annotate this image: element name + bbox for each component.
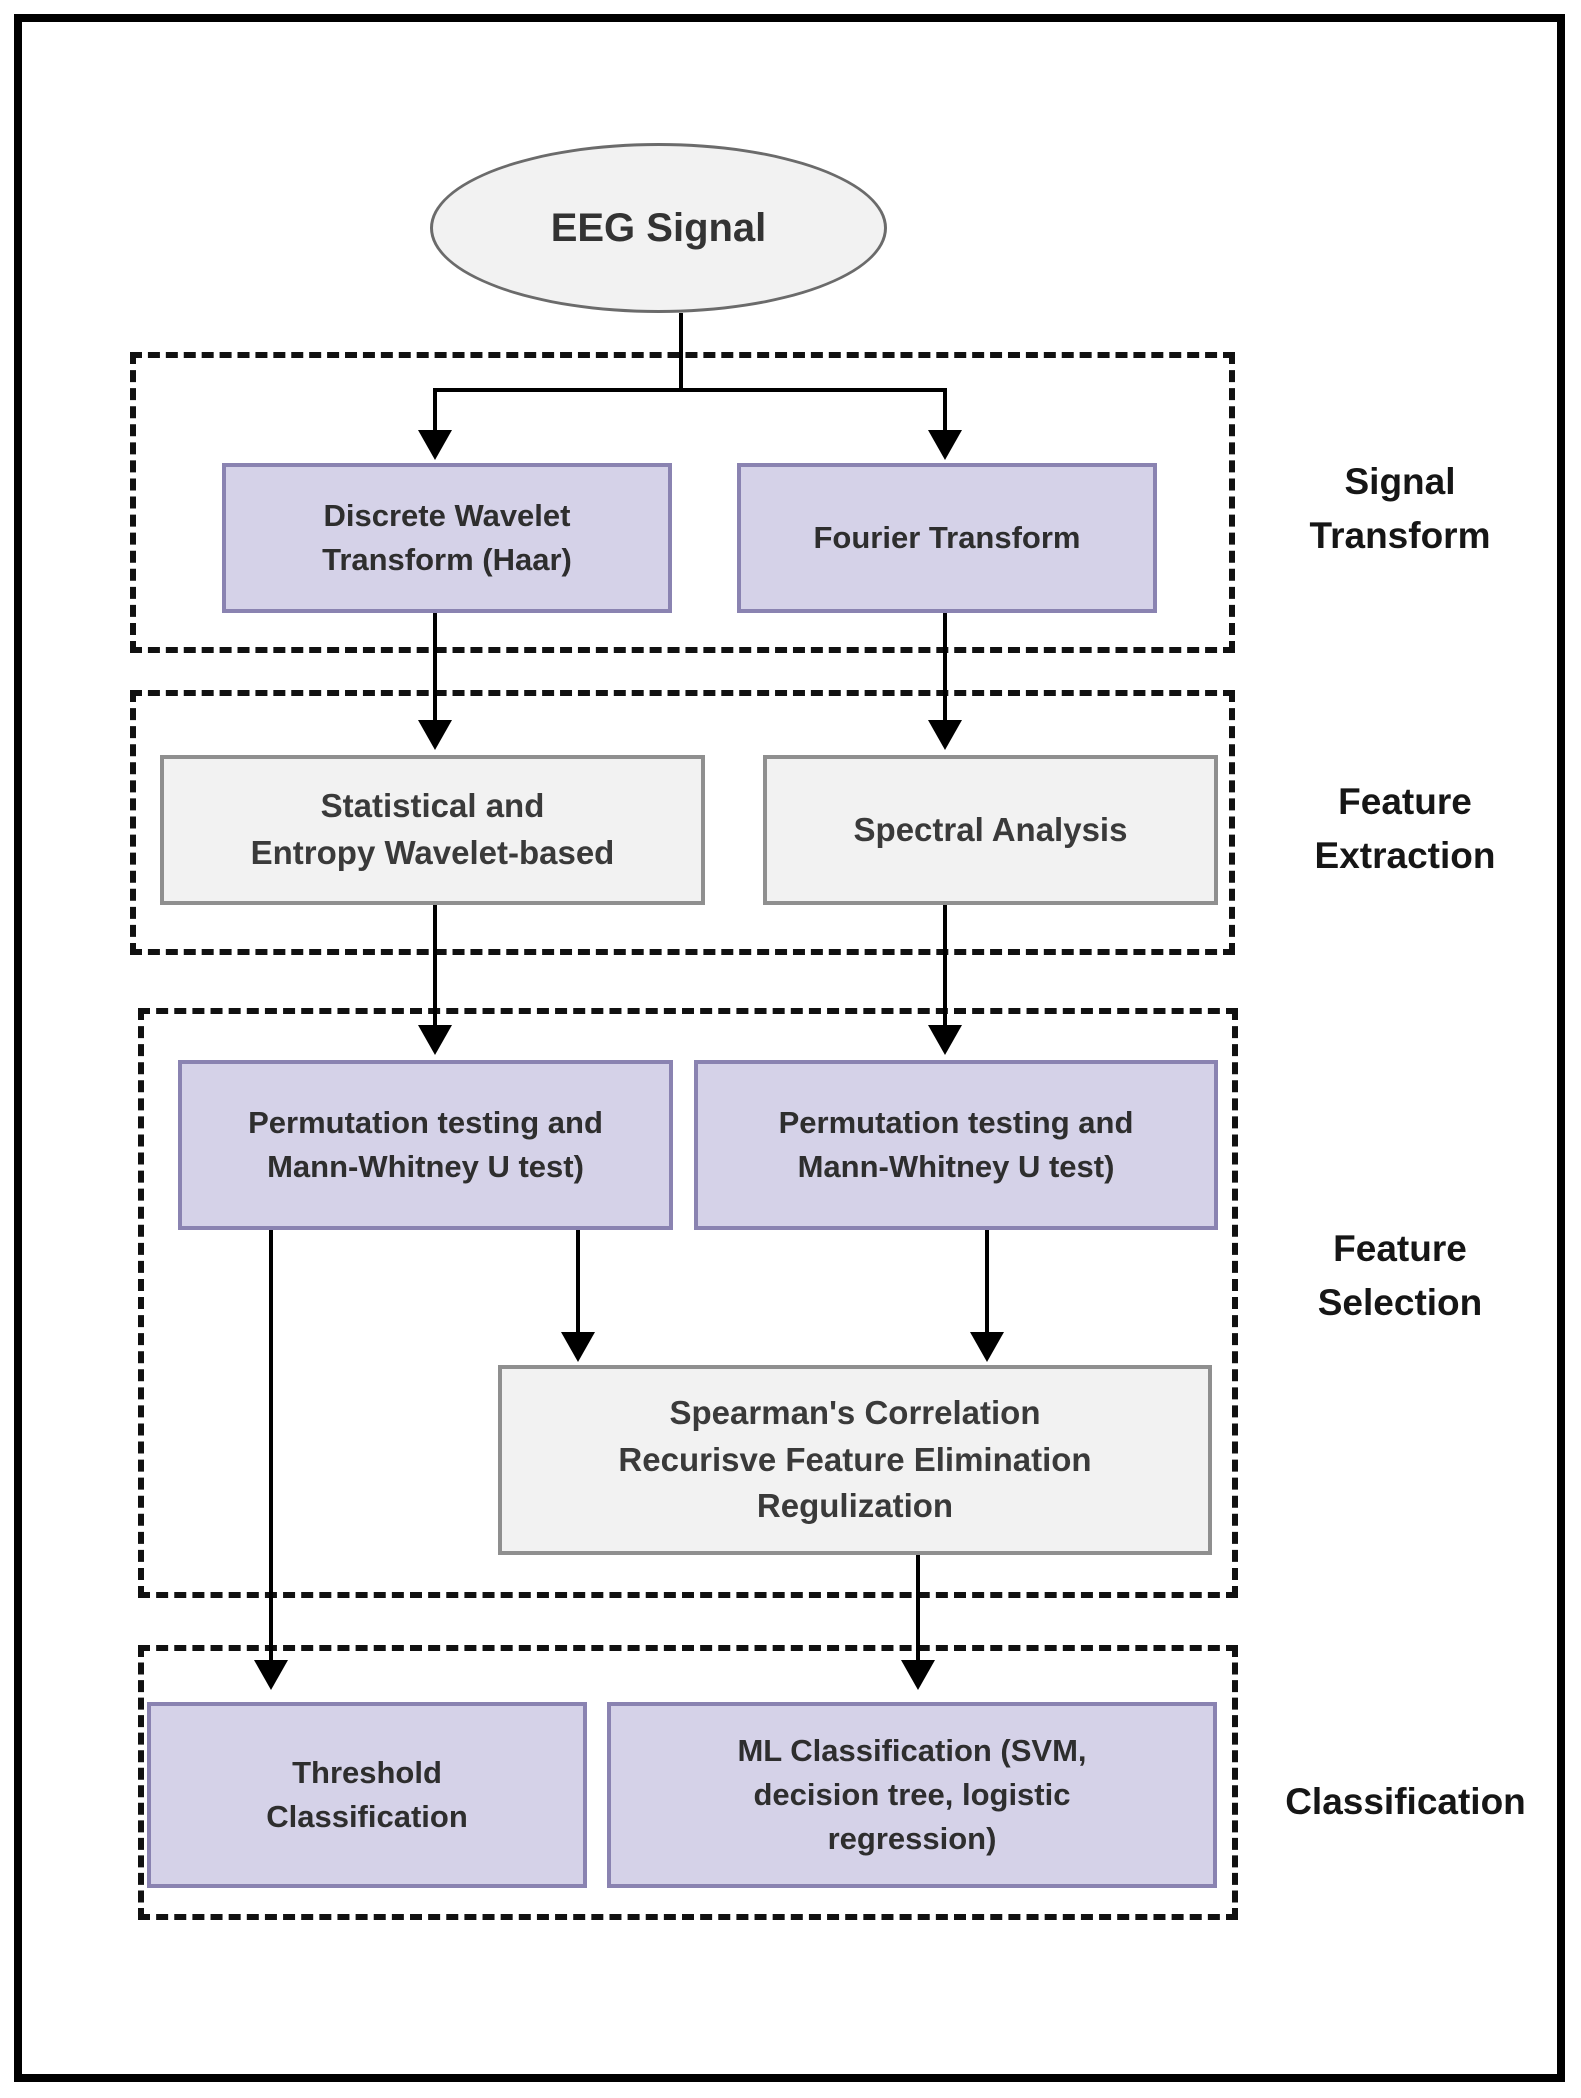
- arrow-dwt-to-stat-line: [433, 613, 437, 720]
- stage-label-line: Selection: [1317, 1281, 1483, 1323]
- arrow-stat-to-perm-line: [433, 905, 437, 1025]
- arrow-permleft-to-threshold-line: [269, 1230, 273, 1660]
- arrow-spectral-to-perm-head: [928, 1025, 962, 1055]
- node-label-line: Mann-Whitney U test): [267, 1149, 584, 1184]
- connector-eeg-stem: [679, 313, 683, 392]
- node-label-line: Discrete Wavelet: [323, 497, 571, 533]
- arrow-fourier-to-spectral-line: [943, 613, 947, 720]
- arrow-to-dwt-line: [433, 388, 437, 432]
- node-label-line: Fourier Transform: [813, 519, 1081, 555]
- arrow-spectral-to-perm-line: [943, 905, 947, 1025]
- arrow-permright-to-spearman-line: [985, 1230, 989, 1332]
- node-label-line: decision tree, logistic: [753, 1776, 1071, 1812]
- arrow-stat-to-perm-head: [418, 1025, 452, 1055]
- stage-label-line: Feature: [1338, 781, 1472, 822]
- permutation-right-node: Permutation testing and Mann-Whitney U t…: [694, 1060, 1218, 1230]
- arrow-fourier-to-spectral-head: [928, 720, 962, 750]
- node-label-line: regression): [827, 1821, 997, 1856]
- classification-label: Classification: [1230, 1775, 1581, 1829]
- node-label: Permutation testing and Mann-Whitney U t…: [182, 1101, 669, 1189]
- signal-transform-label: Signal Transform: [1250, 455, 1550, 562]
- node-label-line: Spearman's Correlation: [669, 1393, 1041, 1431]
- node-label: ML Classification (SVM, decision tree, l…: [611, 1729, 1213, 1861]
- node-label: Spectral Analysis: [767, 807, 1214, 854]
- node-label-line: Classification: [266, 1799, 468, 1834]
- node-label-line: Regulization: [756, 1487, 954, 1525]
- stage-label-line: Signal: [1344, 461, 1456, 502]
- node-label-line: ML Classification (SVM,: [737, 1732, 1087, 1768]
- arrow-to-fourier-head: [928, 430, 962, 460]
- node-label-line: Spectral Analysis: [853, 810, 1128, 848]
- node-label-line: Permutation testing and: [778, 1104, 1134, 1140]
- stage-label-line: Extraction: [1314, 834, 1496, 876]
- outer-frame: [14, 14, 1565, 2082]
- statistical-entropy-node: Statistical and Entropy Wavelet-based: [160, 755, 705, 905]
- arrow-to-fourier-line: [943, 388, 947, 432]
- node-label: Threshold Classification: [151, 1751, 583, 1839]
- spectral-analysis-node: Spectral Analysis: [763, 755, 1218, 905]
- arrow-permright-to-spearman-head: [970, 1332, 1004, 1362]
- node-label-line: Statistical and: [320, 787, 545, 825]
- node-label-line: Entropy Wavelet-based: [250, 834, 615, 871]
- spearman-node: Spearman's Correlation Recurisve Feature…: [498, 1365, 1212, 1555]
- feature-selection-label: Feature Selection: [1250, 1222, 1550, 1329]
- node-label: Statistical and Entropy Wavelet-based: [164, 783, 701, 877]
- arrow-spearman-to-ml-line: [916, 1555, 920, 1660]
- node-label: Discrete Wavelet Transform (Haar): [226, 494, 668, 582]
- classification-section: [138, 1645, 1238, 1920]
- node-label: Fourier Transform: [741, 516, 1153, 560]
- discrete-wavelet-node: Discrete Wavelet Transform (Haar): [222, 463, 672, 613]
- arrow-permleft-to-threshold-head: [254, 1660, 288, 1690]
- threshold-classification-node: Threshold Classification: [147, 1702, 587, 1888]
- arrow-dwt-to-stat-head: [418, 720, 452, 750]
- connector-split-bar: [433, 388, 947, 392]
- node-label-line: Permutation testing and: [248, 1104, 603, 1140]
- stage-label-line: Classification: [1285, 1781, 1526, 1822]
- node-label-line: Mann-Whitney U test): [797, 1149, 1115, 1184]
- node-label-line: Recurisve Feature Elimination: [618, 1440, 1092, 1478]
- feature-selection-section: [138, 1008, 1238, 1598]
- arrow-permleft-to-spearman-head: [561, 1332, 595, 1362]
- feature-extraction-label: Feature Extraction: [1250, 775, 1560, 882]
- permutation-left-node: Permutation testing and Mann-Whitney U t…: [178, 1060, 673, 1230]
- arrow-to-dwt-head: [418, 430, 452, 460]
- ml-classification-node: ML Classification (SVM, decision tree, l…: [607, 1702, 1217, 1888]
- eeg-signal-label: EEG Signal: [550, 205, 767, 250]
- eeg-signal-node: EEG Signal: [430, 143, 887, 313]
- node-label-line: Transform (Haar): [322, 542, 572, 577]
- fourier-transform-node: Fourier Transform: [737, 463, 1157, 613]
- feature-extraction-section: [130, 690, 1235, 955]
- arrow-permleft-to-spearman-line: [576, 1230, 580, 1332]
- stage-label-line: Feature: [1333, 1228, 1467, 1269]
- stage-label-line: Transform: [1309, 514, 1491, 556]
- node-label: Spearman's Correlation Recurisve Feature…: [502, 1390, 1208, 1531]
- arrow-spearman-to-ml-head: [901, 1660, 935, 1690]
- node-label: Permutation testing and Mann-Whitney U t…: [698, 1101, 1214, 1189]
- node-label-line: Threshold: [292, 1754, 442, 1790]
